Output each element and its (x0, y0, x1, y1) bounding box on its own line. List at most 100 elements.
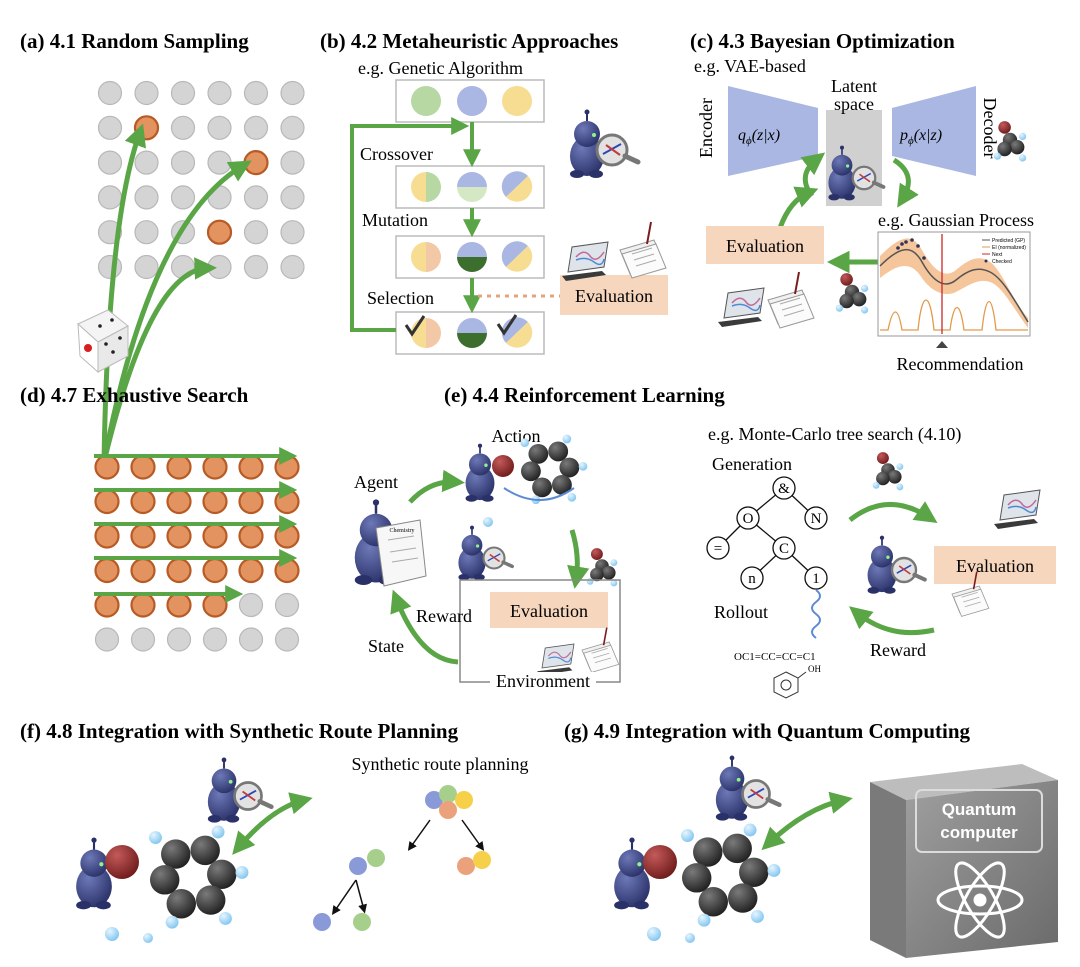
searched-point (166, 523, 192, 549)
bidirectional-arrow (232, 792, 313, 855)
population-row-2 (395, 165, 545, 209)
candidate-point (280, 254, 305, 280)
cycle-arrow-down (892, 157, 919, 208)
candidate-point (134, 185, 159, 210)
searched-point (238, 557, 264, 584)
candidate-point (170, 185, 196, 210)
evaluation-box-b (560, 275, 668, 315)
hydrogen-icon (143, 933, 153, 943)
functional-group-icon (105, 845, 139, 879)
legend-next: Next (992, 252, 1003, 258)
robot-icon (75, 836, 113, 911)
tree-node: O (743, 511, 754, 527)
molecule-icon (835, 273, 869, 314)
decoder-label: Decoder (980, 98, 1000, 159)
candidate-point (280, 150, 305, 175)
legend-checked: Checked (992, 259, 1012, 265)
encoder-label: Encoder (696, 98, 716, 158)
searched-point (94, 592, 120, 618)
decoder-formula: pϕ(x|z) (899, 127, 942, 147)
searched-point (166, 592, 192, 618)
panel-d: (d) 4.7 Exhaustive Search (20, 383, 300, 652)
agent-to-action-arrow (408, 469, 465, 504)
recommendation-marker-icon (936, 341, 948, 348)
panel-b-title: (b) 4.2 Metaheuristic Approaches (320, 29, 618, 53)
searched-point (274, 557, 300, 584)
legend-ei: EI (normalized) (992, 245, 1026, 251)
searched-point (94, 488, 120, 515)
exhaustive-grid (94, 454, 300, 652)
candidate-point (243, 80, 269, 106)
candidate-point (97, 115, 123, 140)
searched-point (274, 488, 300, 515)
latent-label-1: Latent (831, 76, 877, 96)
environment-label: Environment (496, 671, 590, 691)
quantum-label-1: Quantum (942, 800, 1017, 819)
searched-point (238, 454, 264, 480)
searched-point (94, 523, 120, 549)
population-row-3 (395, 235, 545, 279)
searched-point (130, 488, 156, 515)
quantum-label-2: computer (940, 823, 1018, 842)
searched-point (130, 454, 156, 480)
env-to-agent-arrow (390, 589, 459, 665)
candidate-point (202, 627, 228, 652)
candidate-point (207, 254, 232, 280)
candidate-point (207, 115, 232, 140)
candidate-point (280, 115, 305, 140)
hydrogen-icon (105, 927, 119, 941)
hydrogen-icon (647, 927, 661, 941)
cycle-arrow-up (800, 152, 826, 198)
candidate-point (238, 592, 264, 618)
candidate-point (134, 254, 159, 280)
papers-icon (581, 626, 620, 674)
quantum-computer-box: Quantum computer (870, 764, 1058, 958)
action-label: Action (492, 426, 541, 446)
searched-point (130, 523, 156, 549)
robot-icon (613, 836, 651, 911)
bidirectional-arrow (761, 791, 853, 851)
row-sweep-arrows (94, 447, 298, 603)
searched-point (202, 592, 228, 618)
searched-point (202, 488, 228, 515)
mutation-label: Mutation (362, 210, 428, 230)
candidate-point (97, 254, 123, 280)
molecule-icon (149, 825, 249, 929)
panel-b-subtitle: e.g. Genetic Algorithm (358, 58, 523, 78)
gp-mean-line (879, 249, 1029, 323)
phenol-structure-icon (773, 671, 807, 699)
candidate-point (134, 150, 159, 175)
encoder-formula: qϕ(z|x) (738, 127, 780, 147)
panel-a-title: (a) 4.1 Random Sampling (20, 29, 249, 53)
searched-point (130, 557, 156, 584)
magnifier-icon (743, 781, 780, 808)
candidate-point (170, 80, 196, 106)
recommendation-label: Recommendation (897, 354, 1024, 374)
panel-b: (b) 4.2 Metaheuristic Approaches e.g. Ge… (320, 29, 668, 355)
searched-point (130, 592, 156, 618)
panel-c: (c) 4.3 Bayesian Optimization e.g. VAE-b… (690, 29, 1034, 374)
candidate-point (280, 80, 305, 106)
robot-icon (457, 524, 487, 582)
candidate-point (170, 150, 196, 175)
functional-group-icon (492, 455, 514, 477)
tree-node: 1 (812, 571, 820, 587)
legend-gp: Predicted (GP) (992, 238, 1025, 244)
generation-label: Generation (712, 454, 792, 474)
sample-arrow-1 (101, 123, 146, 463)
magnifier-icon (892, 558, 925, 582)
decoder-shape (892, 86, 976, 176)
searched-point (238, 523, 264, 549)
searched-point (238, 488, 264, 515)
candidate-point (280, 220, 305, 245)
check-icon (404, 315, 426, 337)
sample-arrow-2 (101, 160, 252, 463)
state-label: State (368, 636, 404, 656)
searched-point (94, 454, 120, 480)
candidate-point (280, 185, 305, 210)
functional-group-icon (643, 845, 677, 879)
evaluation-box-mcts (934, 546, 1056, 584)
rollout-label: Rollout (714, 602, 768, 622)
selection-label: Selection (367, 288, 434, 308)
panel-f-subtitle: Synthetic route planning (352, 754, 529, 774)
